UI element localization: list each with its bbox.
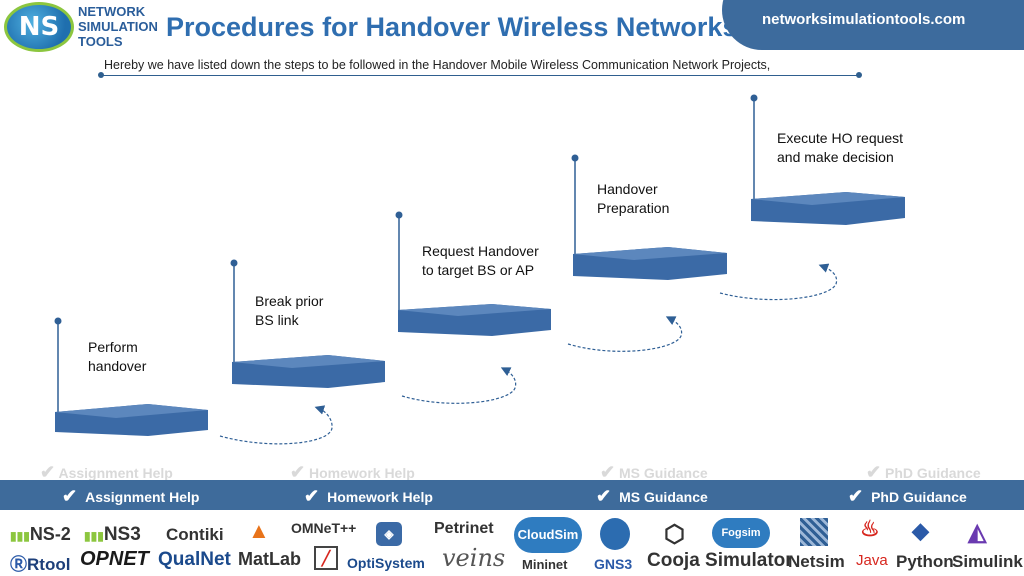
underline-dot-left	[98, 72, 104, 78]
tool-matlab: MatLab	[238, 549, 301, 569]
service-ghost-1: ✔ Assignment Help	[40, 462, 173, 482]
step-4-block	[571, 154, 727, 280]
logo-line-1: NETWORK	[78, 4, 146, 19]
matlab-logo-icon: ▲	[248, 518, 270, 543]
step-1-label: Perform handover	[88, 339, 147, 374]
check-icon: ✔	[40, 462, 56, 482]
logo-line-3: TOOLS	[78, 34, 123, 49]
underline-dot-right	[856, 72, 862, 78]
service-label: Homework Help	[327, 488, 433, 505]
step-5-label: Execute HO request and make decision	[777, 130, 904, 165]
tool-omnet: OMNeT++	[291, 520, 357, 536]
tool-python: Python	[896, 552, 954, 571]
tool-optisystem: OptiSystem	[347, 555, 425, 571]
check-icon: ✔	[304, 486, 320, 506]
service-ghost-2: ✔ Homework Help	[290, 462, 415, 482]
service-ghost-3: ✔ MS Guidance	[600, 462, 708, 482]
check-icon: ✔	[596, 486, 612, 506]
tool-netsim: Netsim	[788, 552, 845, 571]
check-icon: ✔	[290, 462, 306, 482]
logo-line-2: SIMULATION	[78, 19, 158, 34]
check-icon: ✔	[848, 486, 864, 506]
signal-bars-icon: ▮▮▮	[84, 529, 104, 543]
simulink-logo-icon: ◭	[968, 519, 987, 546]
site-tab	[722, 0, 1024, 50]
check-icon: ✔	[62, 486, 78, 506]
python-logo-icon: ◆	[912, 518, 929, 543]
intro-text: Hereby we have listed down the steps to …	[104, 58, 771, 72]
tool-veins: veins	[442, 544, 506, 572]
step-2-block	[230, 259, 385, 388]
tool-cooja: Cooja Simulator	[647, 550, 793, 571]
step-1-block	[54, 317, 208, 436]
service-label: PhD Guidance	[871, 488, 967, 505]
step-2-arrow	[401, 367, 517, 404]
logo-wordmark: NETWORK SIMULATION TOOLS	[78, 4, 158, 49]
tool-opnet: OPNET	[80, 548, 149, 570]
tool-qualnet: QualNet	[158, 549, 231, 570]
tool-mininet: Mininet	[522, 557, 568, 572]
logo-badge: NS	[4, 2, 74, 52]
netsim-logo-icon	[800, 518, 828, 546]
service-assignment-help[interactable]: ✔ Assignment Help	[62, 486, 199, 507]
tool-petrinet: Petrinet	[434, 520, 494, 537]
site-link[interactable]: networksimulationtools.com	[762, 11, 966, 28]
step-3-label: Request Handover to target BS or AP	[422, 243, 539, 278]
java-cup-icon: ♨	[860, 516, 880, 541]
tool-fogsim: Fogsim	[712, 518, 770, 548]
services-band	[0, 480, 1024, 510]
tool-cloudsim: CloudSim	[514, 517, 582, 553]
handover-steps-diagram	[54, 94, 905, 445]
check-icon: ✔	[600, 462, 616, 482]
step-1-arrow	[219, 405, 333, 445]
service-label: MS Guidance	[619, 488, 708, 505]
check-icon: ✔	[866, 462, 882, 482]
service-phd-guidance[interactable]: ✔ PhD Guidance	[848, 486, 967, 507]
service-ms-guidance[interactable]: ✔ MS Guidance	[596, 486, 708, 507]
step-3-block	[395, 211, 551, 336]
chip-icon: ◈	[376, 522, 402, 546]
step-5-block	[750, 94, 905, 225]
service-homework-help[interactable]: ✔ Homework Help	[304, 486, 433, 507]
service-ghost-4: ✔ PhD Guidance	[866, 462, 981, 482]
tool-ns3: ▮▮▮NS3	[84, 524, 141, 545]
optisystem-logo-icon: ╱	[314, 546, 338, 570]
step-4-label: Handover Preparation	[597, 181, 670, 216]
gns3-logo-icon	[600, 518, 630, 550]
network-graph-icon: ⬡	[664, 521, 685, 548]
service-label: Assignment Help	[85, 488, 200, 505]
tool-rtool: ⓇRtool	[10, 555, 71, 574]
tool-contiki: Contiki	[166, 525, 224, 544]
logo-initials: NS	[18, 12, 60, 42]
page-title: Procedures for Handover Wireless Network…	[166, 12, 738, 42]
intro-underline	[100, 75, 860, 76]
tool-simulink: Simulink	[952, 552, 1023, 571]
signal-bars-icon: ▮▮▮	[10, 529, 30, 543]
r-logo-icon: Ⓡ	[10, 555, 27, 574]
tool-java: Java	[856, 552, 888, 569]
tool-gns3: GNS3	[594, 556, 633, 572]
step-3-arrow	[567, 316, 683, 352]
step-2-label: Break prior BS link	[255, 293, 324, 328]
tool-ns2: ▮▮▮NS-2	[10, 524, 71, 544]
step-4-arrow	[719, 263, 838, 301]
